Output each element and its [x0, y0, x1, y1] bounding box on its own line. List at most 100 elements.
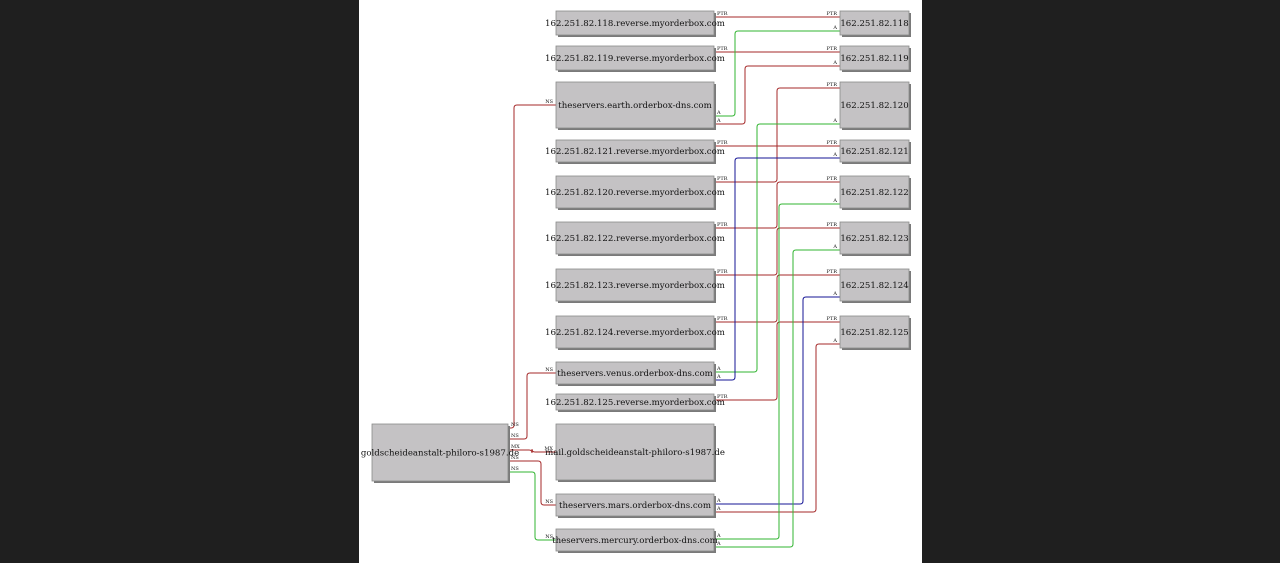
node-ip124: 162.251.82.124 — [839, 268, 911, 303]
edge-label-start: A — [716, 506, 721, 512]
edge-label-end: PTR — [827, 46, 838, 52]
edge-rev118-ip118: PTR PTR — [714, 11, 840, 18]
node-label: 162.251.82.123 — [840, 234, 908, 244]
node-box — [555, 393, 715, 411]
edge-label-end: A — [832, 291, 837, 297]
node-box — [555, 361, 715, 385]
node-box — [555, 139, 715, 163]
edge-label-start: MX — [511, 444, 520, 450]
node-ip125: 162.251.82.125 — [839, 315, 911, 350]
node-label: 162.251.82.118.reverse.myorderbox.com — [545, 19, 725, 29]
node-rev124: 162.251.82.124.reverse.myorderbox.com — [545, 315, 725, 350]
edge-label-start: NS — [511, 433, 519, 439]
node-box — [555, 81, 715, 129]
node-label: 162.251.82.120.reverse.myorderbox.com — [545, 188, 725, 198]
node-ip119: 162.251.82.119 — [839, 45, 911, 72]
edge-label-end: PTR — [827, 11, 838, 17]
node-earth: theservers.earth.orderbox-dns.com — [555, 81, 716, 130]
edge-label-end: NS — [545, 499, 553, 505]
edge-label-end: PTR — [827, 176, 838, 182]
edge-label-end: NS — [545, 534, 553, 540]
node-label: 162.251.82.123.reverse.myorderbox.com — [545, 281, 725, 291]
edge-mars-ip125: AA — [714, 338, 840, 513]
node-box — [839, 175, 910, 209]
node-box — [839, 45, 910, 71]
node-box — [555, 45, 715, 71]
node-ip118: 162.251.82.118 — [839, 10, 911, 37]
node-ip123: 162.251.82.123 — [839, 221, 911, 256]
node-mail: mail.goldscheideanstalt-philoro-s1987.de — [545, 423, 725, 482]
edge-line — [714, 65, 840, 125]
edge-label-start: A — [716, 374, 721, 380]
node-rev121: 162.251.82.121.reverse.myorderbox.com — [545, 139, 725, 164]
edge-earth-ip118: AA — [714, 25, 840, 117]
node-label: mail.goldscheideanstalt-philoro-s1987.de — [545, 448, 725, 458]
edge-mercury-ip123: AA — [714, 244, 840, 548]
edge-root-mail: MX MX — [508, 444, 556, 454]
edge-label-end: A — [832, 338, 837, 344]
edge-line — [714, 181, 840, 229]
node-root: goldscheideanstalt-philoro-s1987.de — [361, 423, 519, 483]
node-rev118: 162.251.82.118.reverse.myorderbox.com — [545, 10, 725, 37]
node-box — [555, 10, 715, 36]
edge-venus-ip121: AA — [714, 152, 840, 381]
node-ip120: 162.251.82.120 — [839, 81, 911, 130]
edge-line — [714, 157, 840, 381]
edge-label-end: A — [832, 198, 837, 204]
node-venus: theservers.venus.orderbox-dns.com — [555, 361, 716, 386]
node-label: 162.251.82.122 — [840, 188, 908, 198]
edge-line — [508, 460, 556, 506]
edge-label-start: PTR — [717, 11, 728, 17]
node-label: 162.251.82.124 — [840, 281, 909, 291]
node-rev125: 162.251.82.125.reverse.myorderbox.com — [545, 393, 725, 412]
edge-rev122-ip122: PTR PTR — [714, 176, 840, 229]
edge-line — [714, 123, 840, 373]
edge-label-start: PTR — [717, 316, 728, 322]
edge-label-end: PTR — [827, 316, 838, 322]
edge-label-start: PTR — [717, 140, 728, 146]
edge-label-start: A — [716, 541, 721, 547]
edge-root-mars: NS NS — [508, 455, 556, 506]
node-box — [555, 528, 715, 552]
edge-line — [714, 30, 840, 117]
node-mars: theservers.mars.orderbox-dns.com — [555, 493, 716, 518]
edge-line — [508, 471, 556, 541]
node-label: goldscheideanstalt-philoro-s1987.de — [361, 449, 519, 459]
edge-label-end: PTR — [827, 222, 838, 228]
edge-venus-ip120: AA — [714, 118, 840, 373]
node-label: 162.251.82.124.reverse.myorderbox.com — [545, 328, 725, 338]
edge-label-end: A — [832, 152, 837, 158]
edge-root-mercury: NS NS — [508, 466, 556, 541]
edge-line — [714, 343, 840, 513]
node-label: 162.251.82.120 — [840, 101, 908, 111]
edge-label-start: NS — [511, 422, 519, 428]
edge-rev120-ip120: PTR PTR — [714, 82, 840, 183]
node-label: 162.251.82.118 — [840, 19, 908, 29]
edge-mars-ip124: AA — [714, 291, 840, 505]
edge-line — [714, 249, 840, 548]
edge-label-start: NS — [511, 466, 519, 472]
node-label: theservers.mercury.orderbox-dns.com — [552, 536, 718, 546]
node-box — [555, 493, 715, 517]
edge-line — [508, 372, 556, 440]
edge-label-start: A — [716, 118, 721, 124]
edge-line — [714, 203, 840, 540]
node-box — [555, 175, 715, 209]
node-mercury: theservers.mercury.orderbox-dns.com — [552, 528, 718, 553]
node-box — [371, 423, 509, 482]
node-box — [839, 221, 910, 255]
node-rev122: 162.251.82.122.reverse.myorderbox.com — [545, 221, 725, 256]
node-box — [555, 423, 715, 481]
node-label: 162.251.82.121.reverse.myorderbox.com — [545, 147, 725, 157]
node-rev119: 162.251.82.119.reverse.myorderbox.com — [545, 45, 725, 72]
edge-label-end: MX — [544, 446, 553, 452]
edge-line — [714, 87, 840, 183]
node-box — [839, 315, 910, 349]
edge-label-start: NS — [511, 455, 519, 461]
edge-label-start: A — [716, 533, 721, 539]
